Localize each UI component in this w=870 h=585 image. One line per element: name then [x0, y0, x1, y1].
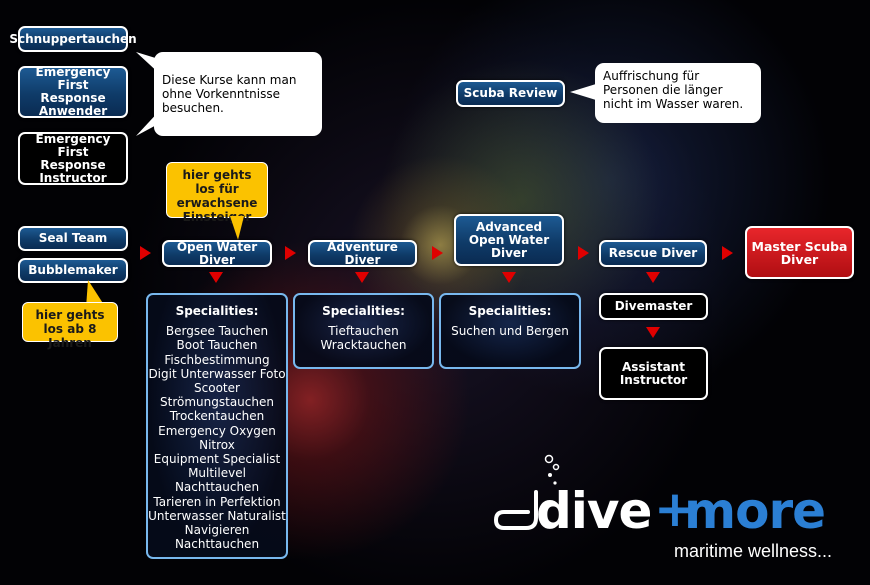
speciality-item: Nitrox	[199, 437, 235, 452]
logo-dive: dive	[536, 482, 652, 540]
spec-heading: Specialities:	[322, 304, 405, 318]
bubbles-icon	[544, 454, 560, 485]
logo-tagline: maritime wellness...	[674, 541, 833, 561]
review-bubble-text: Auffrischung für Personen die länger nic…	[603, 69, 744, 111]
speciality-item: Nachttauchen	[174, 480, 260, 495]
speciality-item: Trockentauchen	[169, 409, 265, 424]
course-rescue-diver: Rescue Diver	[599, 240, 707, 267]
speciality-item: Bergsee Tauchen	[165, 324, 269, 339]
speciality-item: Unterwasser Naturalist	[148, 508, 286, 523]
arrow-advanced-to-rescue	[578, 246, 589, 260]
arrow-adventure-to-advanced	[432, 246, 443, 260]
course-scuba-review: Scuba Review	[456, 80, 565, 107]
speciality-item: Suchen und Bergen	[451, 324, 569, 339]
arrow-advanced-down	[502, 272, 516, 283]
speciality-item: Tarieren in Perfektion	[153, 494, 281, 509]
logo-plus: +	[654, 480, 696, 538]
intro-bubble-text: Diese Kurse kann man ohne Vorkenntnisse …	[162, 73, 297, 115]
speciality-item: Fischbestimmung	[164, 352, 270, 367]
arrow-divemaster-down	[646, 327, 660, 338]
logo-more: more	[684, 482, 826, 540]
spec-heading: Specialities:	[468, 304, 552, 318]
course-assistant-instructor: Assistant Instructor	[599, 347, 708, 400]
logo: dive + more	[536, 480, 836, 540]
arrow-rescue-down	[646, 272, 660, 283]
speciality-item: Scooter	[194, 381, 240, 396]
intro-bubble: Diese Kurse kann man ohne Vorkenntnisse …	[154, 52, 322, 136]
course-bubblemaker: Bubblemaker	[18, 258, 128, 283]
course-adventure-diver: Adventure Diver	[308, 240, 417, 267]
arrow-adventure-down	[355, 272, 369, 283]
arrow-open-water-down	[209, 272, 223, 283]
course-divemaster: Divemaster	[599, 293, 708, 320]
course-efr-anwender: Emergency First Response Anwender	[18, 66, 128, 118]
callout-kids-start: hier gehts los ab 8 Jahren	[22, 302, 118, 350]
speciality-item: Boot Tauchen	[176, 338, 258, 353]
review-bubble-tail	[570, 84, 596, 100]
course-master-scuba-diver: Master Scuba Diver	[745, 226, 854, 279]
arrow-open-water-to-adventure	[285, 246, 296, 260]
spec-heading: Specialities:	[175, 304, 259, 318]
course-seal-team: Seal Team	[18, 226, 128, 251]
review-bubble: Auffrischung für Personen die länger nic…	[595, 63, 761, 123]
arrow-kids-to-open-water	[140, 246, 151, 260]
callout-kids-text: hier gehts los ab 8 Jahren	[35, 308, 105, 350]
course-open-water-diver: Open Water Diver	[162, 240, 272, 267]
callout-kids-tail	[86, 280, 106, 308]
speciality-item: Nachttauchen	[174, 537, 260, 552]
course-advanced-open-water: Advanced Open Water Diver	[454, 214, 564, 266]
arrow-rescue-to-master	[722, 246, 733, 260]
speciality-item: Emergency Oxygen	[158, 423, 276, 438]
callout-adult-tail	[230, 216, 244, 240]
speciality-item: Navigieren	[184, 523, 250, 538]
speciality-item: Wracktauchen	[320, 338, 407, 353]
speciality-item: Equipment Specialist	[153, 452, 281, 467]
callout-adult-start: hier gehts los für erwachsene Einsteiger	[166, 162, 268, 224]
course-schnuppertauchen: Schnuppertauchen	[9, 26, 137, 52]
speciality-item: Tieftauchen	[328, 324, 399, 339]
speciality-item: Digit Unterwasser Foto	[148, 366, 286, 381]
specialities-advanced: Specialities: Suchen und Bergen	[439, 293, 581, 369]
speciality-item: Strömungstauchen	[160, 395, 274, 410]
speciality-item: Multilevel	[188, 466, 246, 481]
snorkel-icon	[493, 490, 538, 530]
course-efr-instructor: Emergency First Response Instructor	[18, 132, 128, 185]
